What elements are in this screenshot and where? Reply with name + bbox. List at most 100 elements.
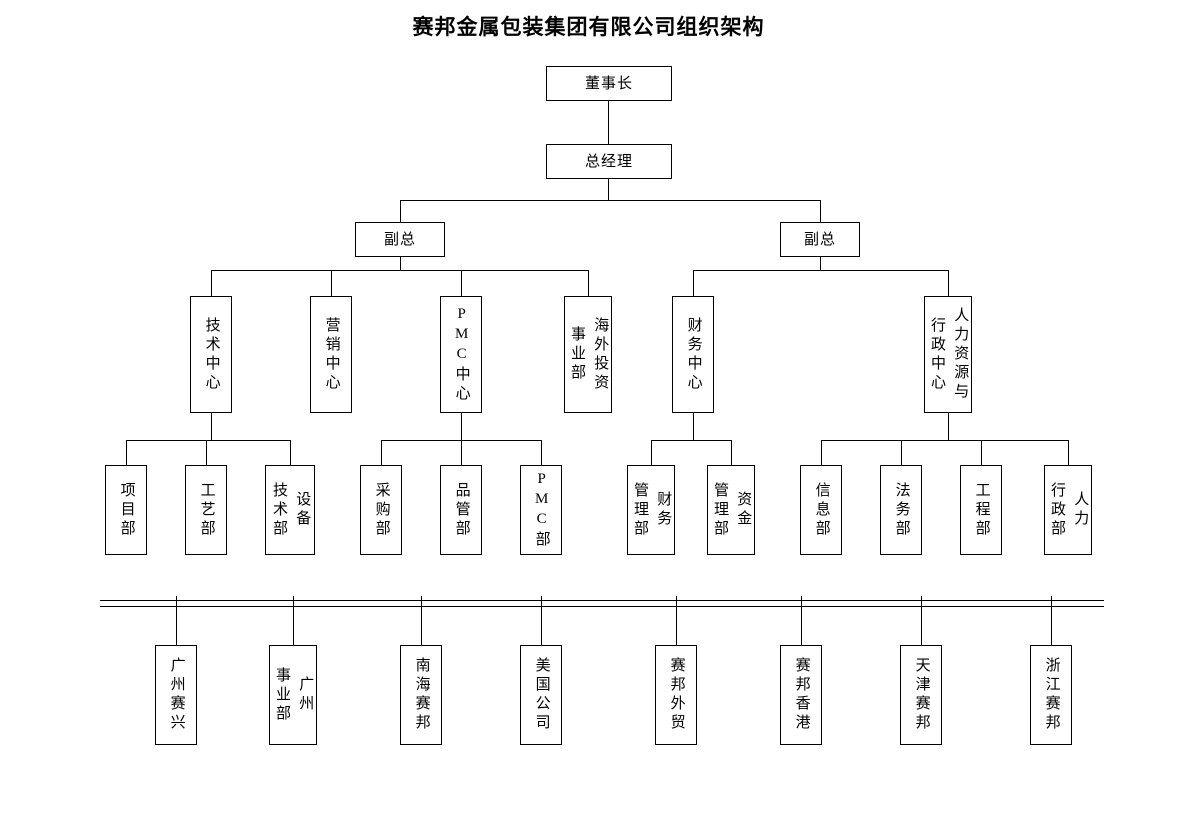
org-node-label: 南海赛邦 (413, 657, 430, 733)
org-node-label: 营销中心 (323, 316, 340, 393)
connector-line (400, 200, 821, 201)
connector-line (211, 270, 589, 271)
org-node-label: 信息部 (813, 481, 830, 539)
org-node-guangzhou-division: 广州 事业部 (269, 645, 317, 745)
connector-line (981, 441, 982, 465)
connector-line (820, 201, 821, 222)
org-node-label: 浙江赛邦 (1043, 657, 1060, 733)
connector-line (821, 440, 1069, 441)
connector-line (290, 441, 291, 465)
connector-line (651, 440, 732, 441)
org-node-vp-left: 副总 (355, 222, 445, 257)
connector-line (381, 441, 382, 465)
connector-line (206, 441, 207, 465)
org-node-label: 董事长 (584, 75, 633, 92)
org-node-saibang-foreign-trade: 赛邦外贸 (655, 645, 697, 745)
org-node-label: 设备 技术部 (271, 481, 311, 539)
connector-line (676, 596, 677, 645)
connector-line (461, 413, 462, 440)
connector-line (1051, 596, 1052, 645)
org-node-label: 副总 (803, 231, 836, 248)
org-node-label: 美国公司 (533, 657, 550, 733)
connector-line (126, 441, 127, 465)
connector-line (820, 257, 821, 270)
org-node-pmc-dept: PMC部 (520, 465, 562, 555)
org-node-label: 财务中心 (685, 316, 702, 393)
org-node-vp-right: 副总 (780, 222, 860, 257)
org-node-engineering-dept: 工程部 (960, 465, 1002, 555)
connector-line (693, 413, 694, 440)
connector-line (921, 596, 922, 645)
org-node-label: PMC中心 (453, 305, 470, 404)
connector-line (211, 271, 212, 296)
org-node-capital-mgmt-dept: 资金 管理部 (707, 465, 755, 555)
org-node-label: 技术中心 (203, 316, 220, 393)
connector-line (731, 441, 732, 465)
connector-line (651, 441, 652, 465)
connector-line (461, 271, 462, 296)
org-node-chairman: 董事长 (546, 66, 672, 101)
org-node-label: 广州赛兴 (168, 657, 185, 733)
connector-line (948, 271, 949, 296)
org-node-purchasing-dept: 采购部 (360, 465, 402, 555)
connector-line (100, 600, 1104, 601)
org-node-label: 法务部 (893, 481, 910, 539)
connector-line (541, 441, 542, 465)
org-node-project-dept: 项目部 (105, 465, 147, 555)
connector-line (400, 201, 401, 222)
connector-line (541, 596, 542, 645)
org-node-label: 天津赛邦 (913, 657, 930, 733)
connector-line (421, 596, 422, 645)
org-node-label: PMC部 (533, 470, 550, 550)
org-node-label: 赛邦外贸 (668, 657, 685, 733)
org-node-overseas-investment-division: 海外投资 事业部 (564, 296, 612, 413)
connector-line (608, 101, 609, 144)
connector-line (400, 257, 401, 270)
connector-line (100, 606, 1104, 607)
org-node-finance-center: 财务中心 (672, 296, 714, 413)
org-node-label: 人力资源与 行政中心 (929, 307, 969, 402)
org-node-quality-dept: 品管部 (440, 465, 482, 555)
org-node-pmc-center: PMC中心 (440, 296, 482, 413)
connector-line (461, 441, 462, 465)
org-node-guangzhou-saixing: 广州赛兴 (155, 645, 197, 745)
connector-line (293, 596, 294, 645)
org-node-tech-center: 技术中心 (190, 296, 232, 413)
org-node-finance-mgmt-dept: 财务 管理部 (627, 465, 675, 555)
connector-line (176, 596, 177, 645)
org-node-label: 赛邦香港 (793, 657, 810, 733)
connector-line (211, 413, 212, 440)
org-node-general-manager: 总经理 (546, 144, 672, 179)
connector-line (331, 271, 332, 296)
connector-line (588, 271, 589, 296)
org-node-marketing-center: 营销中心 (310, 296, 352, 413)
org-node-label: 项目部 (118, 481, 135, 539)
connector-line (381, 440, 542, 441)
connector-line (901, 441, 902, 465)
connector-line (608, 179, 609, 200)
org-node-hr-admin-dept: 人力 行政部 (1044, 465, 1092, 555)
org-node-label: 人力 行政部 (1049, 481, 1089, 539)
org-node-label: 采购部 (373, 481, 390, 539)
connector-line (126, 440, 291, 441)
connector-line (801, 596, 802, 645)
org-node-label: 总经理 (584, 153, 633, 170)
connector-line (693, 271, 694, 296)
org-node-process-dept: 工艺部 (185, 465, 227, 555)
org-node-label: 海外投资 事业部 (569, 316, 609, 393)
org-node-info-dept: 信息部 (800, 465, 842, 555)
org-node-nanhai-saibang: 南海赛邦 (400, 645, 442, 745)
org-node-label: 副总 (383, 231, 416, 248)
org-node-tianjin-saibang: 天津赛邦 (900, 645, 942, 745)
connector-line (821, 441, 822, 465)
org-node-saibang-hongkong: 赛邦香港 (780, 645, 822, 745)
org-node-equipment-tech-dept: 设备 技术部 (265, 465, 315, 555)
org-node-label: 资金 管理部 (712, 481, 752, 539)
org-node-label: 品管部 (453, 481, 470, 539)
connector-line (948, 413, 949, 440)
org-node-label: 工艺部 (198, 481, 215, 539)
chart-title: 赛邦金属包装集团有限公司组织架构 (412, 15, 765, 39)
connector-line (1068, 441, 1069, 465)
org-node-label: 工程部 (973, 481, 990, 539)
org-node-zhejiang-saibang: 浙江赛邦 (1030, 645, 1072, 745)
